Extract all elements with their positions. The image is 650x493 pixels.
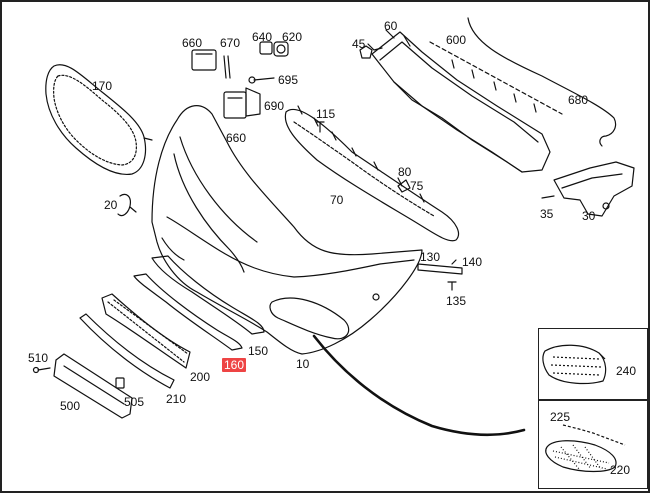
callout-225[interactable]: 225 — [550, 410, 571, 424]
callout-210[interactable]: 210 — [166, 392, 187, 406]
impact-beam-part[interactable] — [367, 29, 551, 173]
callout-670[interactable]: 670 — [220, 36, 241, 50]
trim-160-part[interactable] — [133, 273, 243, 351]
grille-insert-220-drawing[interactable] — [539, 401, 647, 488]
inset-220 — [538, 400, 648, 489]
callout-70[interactable]: 70 — [330, 193, 344, 207]
callout-130[interactable]: 130 — [420, 250, 441, 264]
sensor-wire-part[interactable] — [429, 17, 617, 147]
clip-505-part[interactable] — [115, 377, 125, 389]
lower-grille-part[interactable] — [101, 293, 191, 369]
screw-115-part[interactable] — [315, 121, 325, 133]
callout-695[interactable]: 695 — [278, 73, 299, 87]
headlamp-trim-240-drawing[interactable] — [539, 329, 647, 399]
callout-45[interactable]: 45 — [352, 37, 366, 51]
callout-660-bottom[interactable]: 660 — [226, 131, 247, 145]
energy-absorber-part[interactable] — [284, 105, 460, 242]
screw-510-part[interactable] — [32, 366, 51, 374]
bumper-edge-molding-part[interactable] — [312, 334, 526, 437]
callout-500[interactable]: 500 — [60, 399, 81, 413]
bracket-20-part[interactable] — [117, 193, 137, 217]
callout-80[interactable]: 80 — [398, 165, 412, 179]
callout-680[interactable]: 680 — [568, 93, 589, 107]
inset-240 — [538, 328, 648, 400]
parking-sensor-part[interactable] — [259, 41, 289, 57]
callout-30[interactable]: 30 — [582, 209, 596, 223]
clip-80-part[interactable] — [397, 179, 411, 193]
callout-35[interactable]: 35 — [540, 207, 554, 221]
callout-600[interactable]: 600 — [446, 33, 467, 47]
callout-140[interactable]: 140 — [462, 255, 483, 269]
callout-115[interactable]: 115 — [316, 107, 336, 121]
license-plate-holder-part[interactable] — [53, 353, 133, 419]
callout-620[interactable]: 620 — [282, 30, 303, 44]
callout-160-selected[interactable]: 160 — [222, 358, 247, 372]
callout-240[interactable]: 240 — [616, 364, 637, 378]
callout-170[interactable]: 170 — [92, 79, 113, 93]
callout-20[interactable]: 20 — [104, 198, 118, 212]
callout-150[interactable]: 150 — [248, 344, 269, 358]
callout-75[interactable]: 75 — [410, 179, 424, 193]
callout-505[interactable]: 505 — [124, 395, 145, 409]
radar-bracket-part[interactable] — [223, 87, 261, 119]
screw-695-part[interactable] — [248, 76, 275, 84]
sensor-module-660-part[interactable] — [191, 49, 231, 79]
callout-510[interactable]: 510 — [28, 351, 49, 365]
chrome-strip-part[interactable] — [79, 313, 175, 389]
side-bracket-part[interactable] — [541, 161, 635, 217]
trim-150-part[interactable] — [151, 255, 265, 335]
upper-grille-part[interactable] — [45, 64, 153, 176]
callout-10[interactable]: 10 — [296, 357, 310, 371]
callout-660-top[interactable]: 660 — [182, 36, 203, 50]
callout-220[interactable]: 220 — [610, 463, 631, 477]
callout-690[interactable]: 690 — [264, 99, 285, 113]
callout-60[interactable]: 60 — [384, 19, 398, 33]
strip-130-part[interactable] — [417, 259, 463, 291]
callout-640[interactable]: 640 — [252, 30, 273, 44]
callout-200[interactable]: 200 — [190, 370, 211, 384]
callout-135[interactable]: 135 — [446, 294, 467, 308]
bumper-cover-part[interactable] — [151, 105, 423, 355]
clip-45-part[interactable] — [359, 45, 373, 59]
